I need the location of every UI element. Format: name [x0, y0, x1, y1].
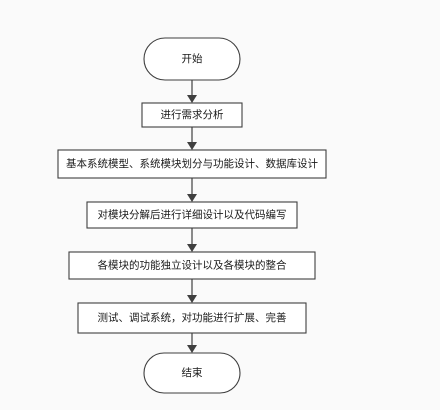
step-2-label: 基本系统模型、系统模块划分与功能设计、数据库设计 [66, 157, 318, 170]
connector-step-1-to-step-2 [187, 127, 197, 150]
end-node: 结束 [143, 352, 241, 394]
process-step-4: 各模块的功能独立设计以及各模块的整合 [68, 251, 316, 280]
connector-step-5-to-end [187, 333, 197, 353]
arrow-head-icon [187, 142, 197, 150]
start-node: 开始 [143, 37, 241, 81]
arrow-head-icon [187, 244, 197, 252]
step-3-label: 对模块分解后进行详细设计以及代码编写 [98, 208, 287, 221]
connector-step-4-to-step-5 [187, 279, 197, 303]
arrow-head-icon [187, 295, 197, 303]
process-step-3: 对模块分解后进行详细设计以及代码编写 [86, 201, 298, 229]
arrow-head-icon [187, 194, 197, 202]
end-label: 结束 [182, 366, 203, 379]
process-step-2: 基本系统模型、系统模块划分与功能设计、数据库设计 [57, 149, 327, 179]
start-label: 开始 [182, 52, 203, 65]
process-step-5: 测试、调试系统，对功能进行扩展、完善 [77, 302, 307, 334]
arrow-head-icon [187, 345, 197, 353]
process-step-1: 进行需求分析 [141, 102, 243, 128]
connector-step-2-to-step-3 [187, 178, 197, 202]
step-1-label: 进行需求分析 [161, 108, 224, 121]
connector-start-to-step-1 [187, 80, 197, 103]
step-5-label: 测试、调试系统，对功能进行扩展、完善 [98, 311, 287, 324]
connector-step-3-to-step-4 [187, 228, 197, 252]
arrow-head-icon [187, 95, 197, 103]
step-4-label: 各模块的功能独立设计以及各模块的整合 [98, 259, 287, 272]
